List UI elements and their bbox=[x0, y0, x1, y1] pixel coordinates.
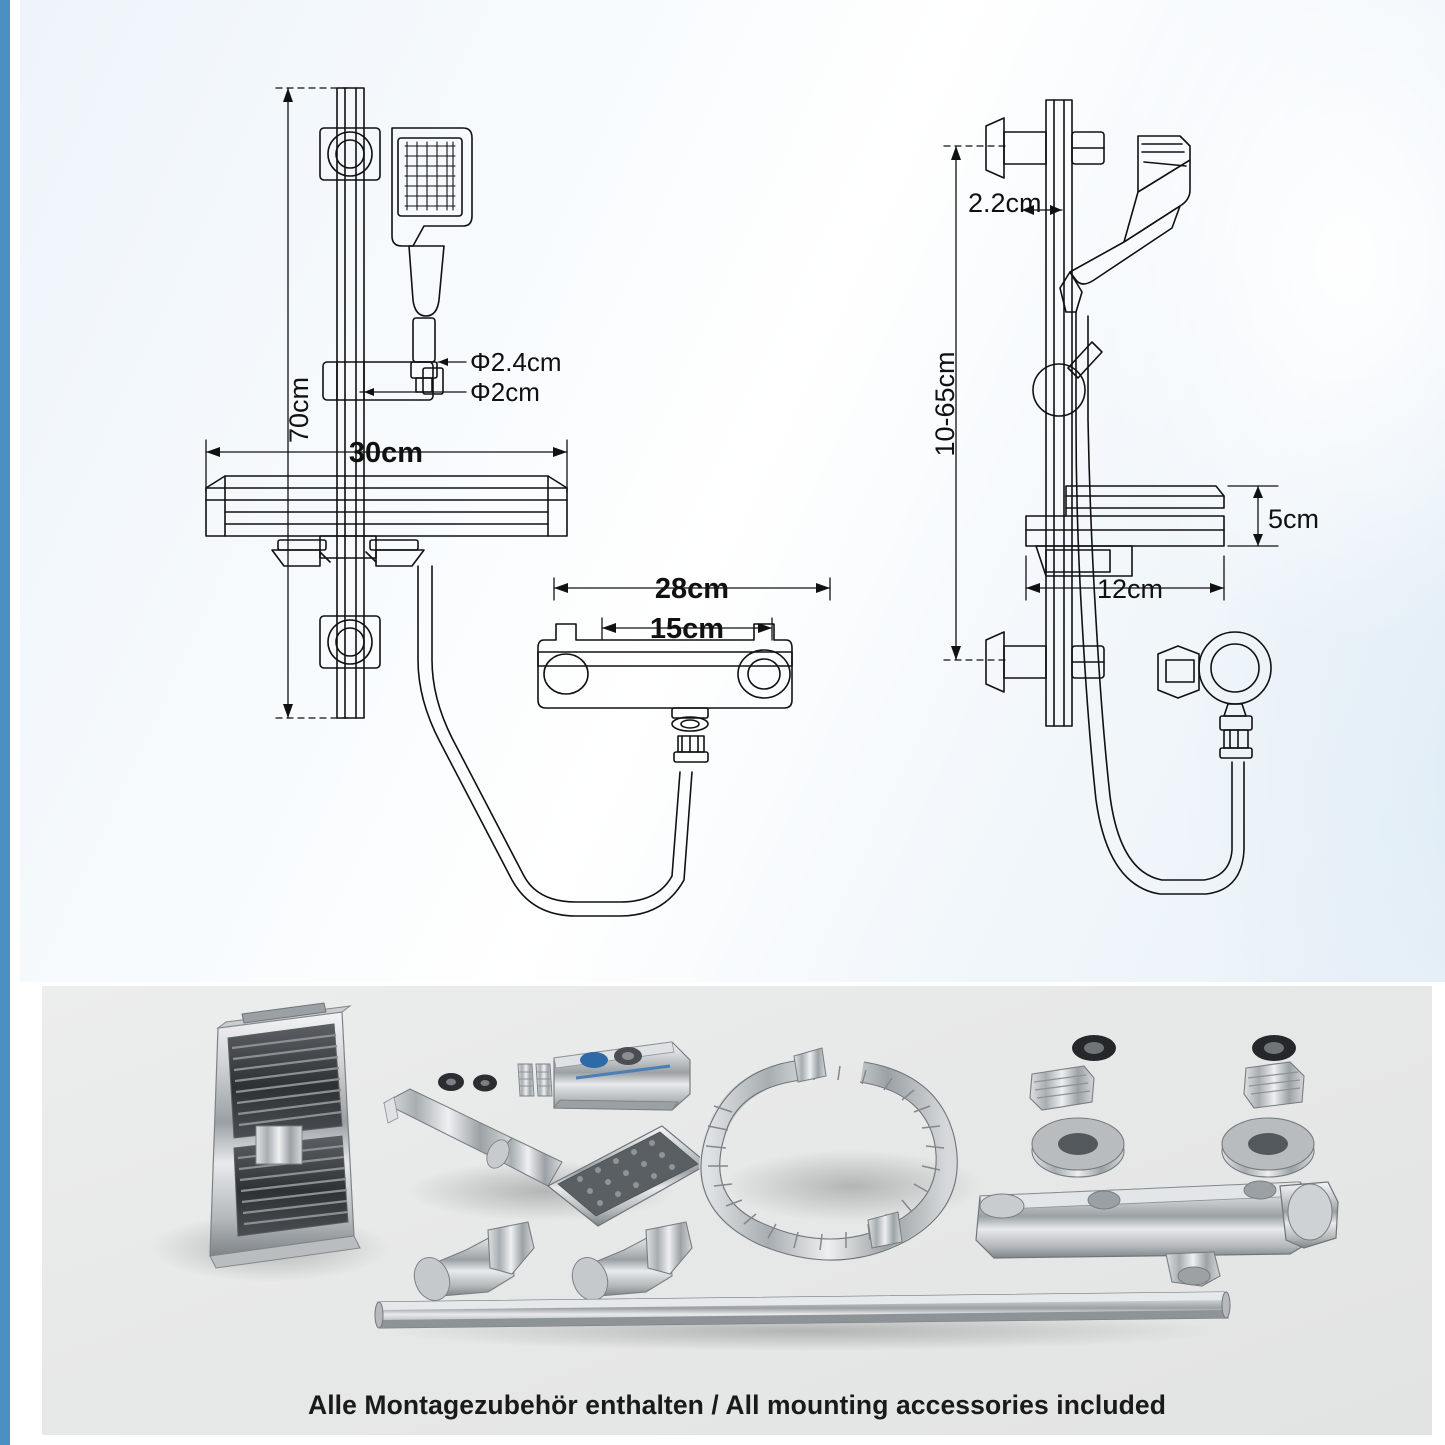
accessories-photo-panel: Alle Montagezubehör enthalten / All moun… bbox=[42, 986, 1432, 1435]
part-eccentric-connectors bbox=[1029, 1035, 1305, 1111]
front-hand-shower bbox=[391, 127, 473, 393]
part-cover-caps bbox=[1031, 1117, 1315, 1178]
dim-10-65cm bbox=[943, 145, 1011, 661]
accessories-svg bbox=[150, 1002, 1339, 1351]
part-washers-small bbox=[438, 1073, 497, 1092]
dim-leaders-front bbox=[359, 358, 467, 396]
dim-label-5cm: 5cm bbox=[1268, 504, 1319, 534]
part-shower-shelf bbox=[209, 1002, 361, 1269]
dim-label-dia-2-4cm: Φ2.4cm bbox=[470, 347, 562, 377]
side-hose bbox=[1075, 311, 1245, 895]
front-slide-rail bbox=[336, 87, 365, 719]
dim-12cm bbox=[1025, 555, 1225, 601]
side-upper-bracket bbox=[985, 117, 1105, 179]
dim-2.2cm bbox=[1021, 205, 1063, 215]
front-mixer-valve bbox=[537, 623, 793, 763]
part-slider-bracket bbox=[553, 1041, 691, 1111]
dim-label-12cm: 12cm bbox=[1097, 574, 1163, 604]
dim-label-15cm: 15cm bbox=[650, 613, 724, 645]
dim-label-70cm: 70cm bbox=[284, 377, 314, 443]
part-thermostatic-mixer bbox=[975, 1180, 1339, 1287]
part-wall-brackets bbox=[413, 1221, 693, 1301]
caption-text: Alle Montagezubehör enthalten / All moun… bbox=[307, 1390, 1167, 1420]
part-screws bbox=[517, 1063, 553, 1097]
part-shower-hose bbox=[699, 1047, 958, 1261]
side-hand-shower bbox=[1059, 135, 1191, 313]
technical-drawing-panel: 70cm Φ2.4cm Φ2cm 30cm 28cm 15cm 2.2cm 10… bbox=[20, 0, 1445, 982]
front-shelf bbox=[205, 475, 568, 567]
dim-label-10-65cm: 10-65cm bbox=[930, 351, 960, 456]
side-mixer-valve bbox=[1157, 631, 1272, 759]
dim-30cm bbox=[205, 439, 568, 493]
front-lower-bracket bbox=[319, 615, 381, 669]
side-slide-rail bbox=[1045, 99, 1073, 727]
technical-drawing-svg: 70cm Φ2.4cm Φ2cm 30cm 28cm 15cm 2.2cm 10… bbox=[205, 87, 1319, 917]
dim-15cm bbox=[601, 617, 773, 641]
side-slider-clamp bbox=[1032, 341, 1103, 417]
dim-label-dia-2cm: Φ2cm bbox=[470, 377, 540, 407]
front-hose bbox=[417, 565, 693, 917]
front-slider-clamp bbox=[322, 361, 444, 401]
dim-label-30cm: 30cm bbox=[349, 437, 423, 469]
dim-label-2-2cm: 2.2cm bbox=[968, 188, 1042, 218]
dim-70cm bbox=[275, 87, 351, 719]
front-upper-bracket bbox=[319, 127, 381, 181]
side-shelf bbox=[1025, 485, 1225, 577]
dim-label-28cm: 28cm bbox=[655, 573, 729, 605]
part-slide-rail bbox=[374, 1291, 1231, 1329]
part-hand-shower bbox=[382, 1088, 710, 1227]
dim-28cm bbox=[553, 577, 831, 601]
dim-5cm bbox=[1227, 485, 1279, 547]
